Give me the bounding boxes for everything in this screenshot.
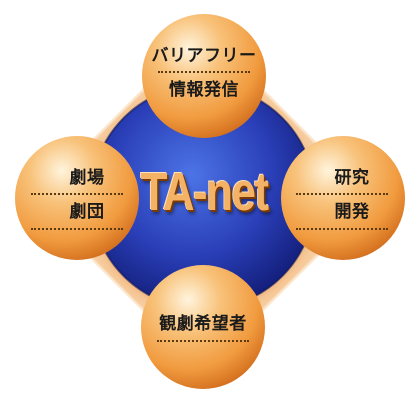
node-top-line2: 情報発信 [169, 80, 239, 100]
sphere-top [142, 14, 266, 138]
dotted-divider [158, 71, 250, 73]
node-left-line2: 劇団 [69, 201, 105, 222]
node-left-line1: 劇場 [69, 167, 105, 188]
node-barrier-free: バリアフリー 情報発信 [143, 28, 265, 118]
dotted-divider [31, 192, 123, 195]
center-title: TA-net [140, 162, 269, 222]
dotted-divider [296, 227, 388, 230]
dotted-divider [296, 192, 388, 195]
node-research: 研究 開発 [285, 150, 399, 246]
dotted-divider [31, 227, 123, 230]
node-bottom-line1: 観劇希望者 [159, 313, 247, 334]
node-top-line1: バリアフリー [151, 46, 257, 66]
dotted-divider [157, 339, 249, 342]
node-audience: 観劇希望者 [136, 292, 270, 362]
node-right-line1: 研究 [334, 167, 370, 188]
sphere-bottom [141, 265, 265, 389]
core-circle [91, 85, 315, 309]
node-right-line2: 開発 [334, 201, 370, 222]
node-theater: 劇場 劇団 [20, 150, 134, 246]
